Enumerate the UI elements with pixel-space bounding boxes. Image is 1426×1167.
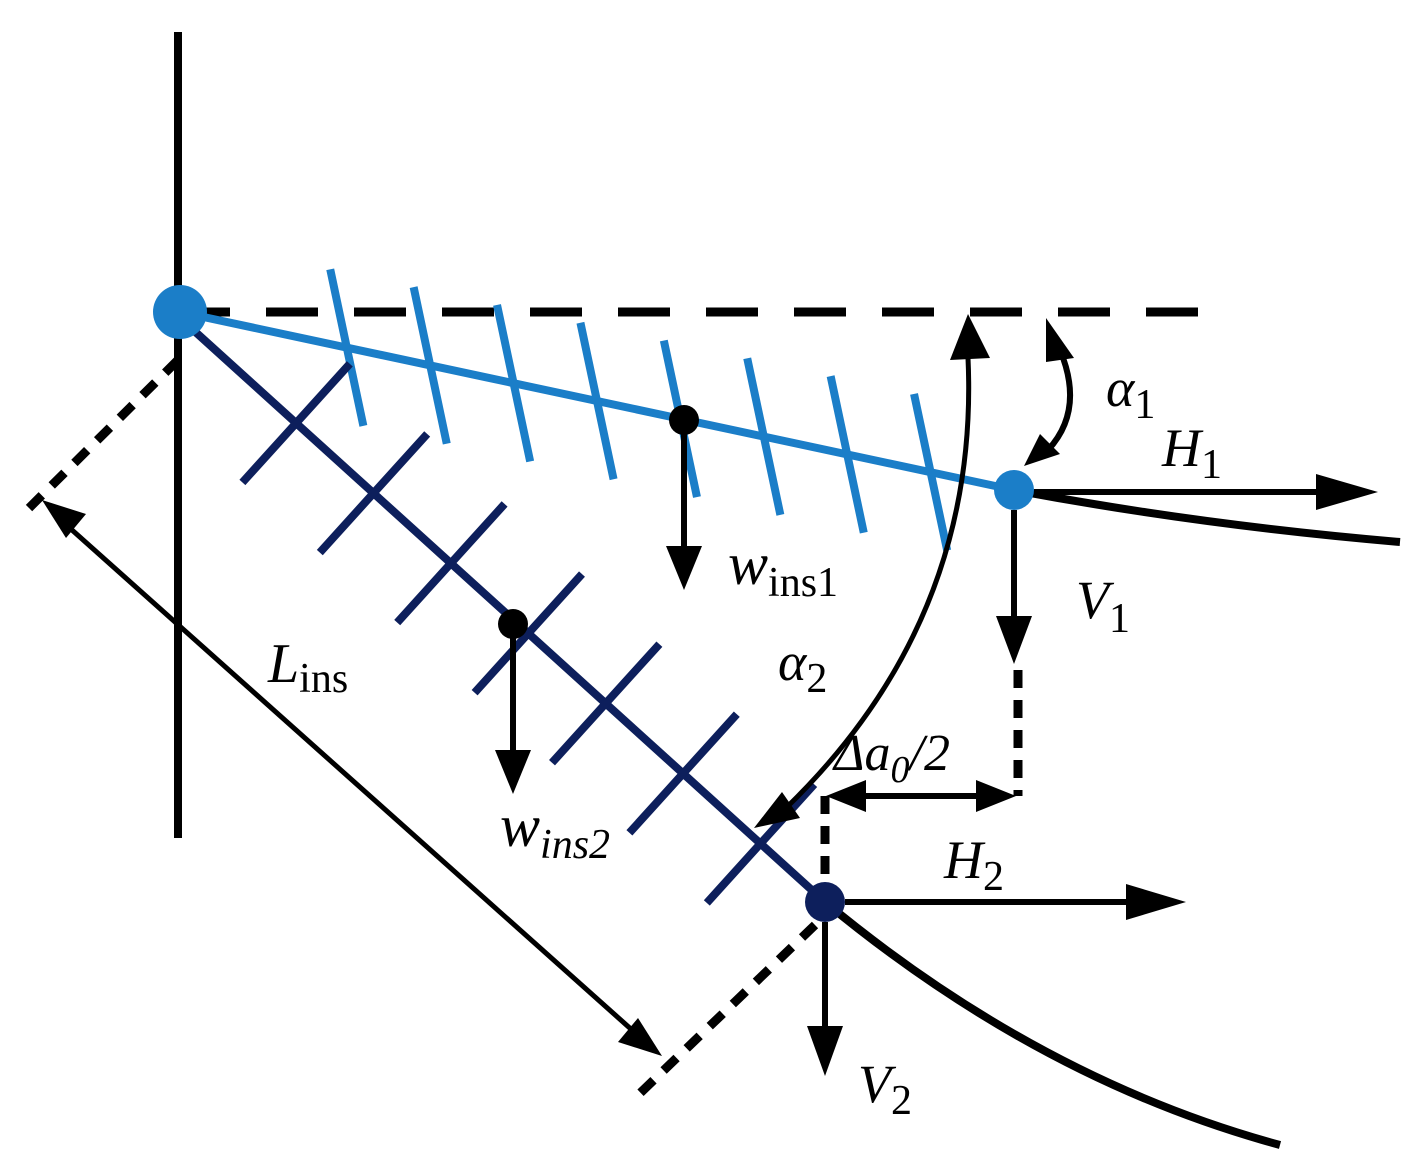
insulator-string-2	[177, 315, 828, 905]
string-2-end-point	[805, 882, 845, 922]
v2-arrow	[807, 922, 843, 1076]
string-1-shed-6	[743, 357, 785, 516]
insulator-string-2-sheds	[239, 361, 818, 906]
tower-attachment-point	[153, 285, 207, 339]
string-2-shed-3	[394, 501, 508, 626]
h1-label: H1	[1161, 418, 1222, 488]
alpha2-angle-arrow	[754, 314, 990, 828]
l-ins-extension-line-bottom	[631, 921, 819, 1102]
h1-arrow	[1034, 474, 1378, 510]
string-2-shed-4	[471, 571, 585, 696]
string-1-shed-8	[910, 393, 952, 552]
string-2-shed-1	[239, 361, 353, 486]
w-ins1-label: wins1	[728, 531, 838, 606]
conductor-1-curve	[1013, 486, 1401, 546]
h2-arrow	[845, 884, 1186, 920]
string-1-shed-7	[826, 375, 868, 534]
w-ins2-label: wins2	[500, 793, 610, 868]
h2-label: H2	[943, 830, 1004, 900]
string-1-shed-3	[493, 304, 535, 463]
conductor-2-curve	[822, 898, 1282, 1149]
l-ins-extension-line-top	[18, 356, 182, 519]
string-2-shed-2	[316, 431, 431, 556]
l-ins-label: Lins	[267, 633, 348, 702]
delta-a0-label: Δa0/2	[832, 725, 950, 791]
w-ins1-arrow	[666, 420, 702, 590]
string-2-shed-6	[626, 711, 740, 836]
v2-label: V2	[858, 1054, 912, 1124]
alpha1-label: α1	[1106, 358, 1155, 428]
alpha1-angle-arrow	[1024, 318, 1074, 466]
string-1-shed-2	[409, 286, 451, 445]
string-1-end-point	[994, 470, 1034, 510]
v1-arrow	[996, 510, 1032, 664]
alpha2-label: α2	[778, 632, 827, 702]
string-2-shed-7	[703, 781, 818, 906]
string-1-shed-1	[326, 268, 368, 427]
string-2-shed-5	[549, 641, 663, 766]
l-ins-dimension-arrow	[42, 500, 662, 1056]
v1-label: V1	[1076, 570, 1130, 642]
delta-a0-dimension-arrow	[826, 780, 1016, 812]
string-1-shed-4	[576, 321, 618, 481]
w-ins2-arrow	[495, 624, 531, 794]
